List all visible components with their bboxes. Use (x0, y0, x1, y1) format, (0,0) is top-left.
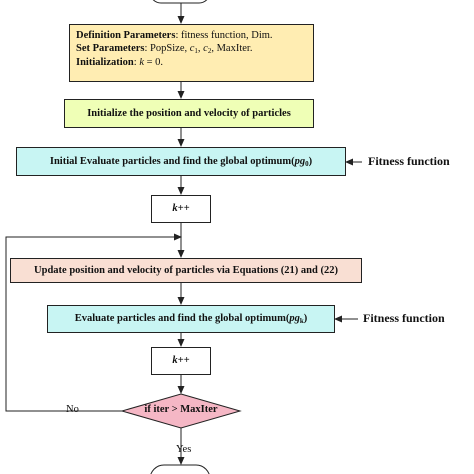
initial-evaluate-text: Initial Evaluate particles and find the … (49, 155, 313, 168)
initialization-label: Initialization (76, 56, 134, 68)
set-parameters-line: Set Parameters: PopSize, c1, c2, MaxIter… (76, 42, 307, 56)
c1-subscript: 1 (194, 47, 198, 56)
definition-parameters-label: Definition Parameters (76, 30, 176, 41)
decision-label: if iter > MaxIter (144, 404, 218, 415)
start-terminal (152, 0, 208, 4)
initialize-particles-text: Initialize the position and velocity of … (87, 107, 291, 119)
k-increment-box-2: k++ (151, 347, 211, 375)
definition-parameters-text: : fitness function, Dim. (175, 30, 273, 41)
fitness-function-label-1: Fitness function (368, 154, 450, 168)
c2-subscript: 2 (207, 47, 212, 56)
initialization-value: = 0. (143, 56, 164, 68)
end-terminal (150, 464, 210, 474)
k-symbol: k (139, 56, 144, 68)
initialization-line: Initialization: k = 0. (76, 56, 307, 69)
update-particles-text: Update position and velocity of particle… (34, 264, 338, 276)
evaluate-box: Evaluate particles and find the global o… (47, 305, 335, 333)
initialize-particles-box: Initialize the position and velocity of … (64, 99, 314, 128)
set-parameters-text: : PopSize, (144, 43, 190, 55)
fitness-function-label-2: Fitness function (363, 311, 445, 325)
parameters-box: Definition Parameters: fitness function,… (69, 24, 314, 82)
evaluate-text: Evaluate particles and find the global o… (74, 313, 308, 326)
initial-evaluate-box: Initial Evaluate particles and find the … (16, 147, 346, 176)
set-parameters-label: Set Parameters (76, 43, 145, 55)
k-increment-text-1: k++ (172, 203, 190, 215)
no-label: No (66, 404, 79, 415)
definition-parameters-line: Definition Parameters: fitness function,… (76, 29, 307, 42)
c1-symbol: c (189, 43, 195, 55)
set-separator: , (197, 43, 204, 55)
set-parameters-text-end: , MaxIter. (211, 43, 253, 55)
k-increment-box-1: k++ (151, 195, 211, 223)
no-loop-line (5, 233, 182, 412)
initialization-colon: : (133, 56, 140, 68)
c2-symbol: c (203, 43, 208, 55)
k-increment-text-2: k++ (172, 355, 190, 367)
yes-label: Yes (176, 444, 192, 455)
update-particles-box: Update position and velocity of particle… (10, 258, 362, 283)
